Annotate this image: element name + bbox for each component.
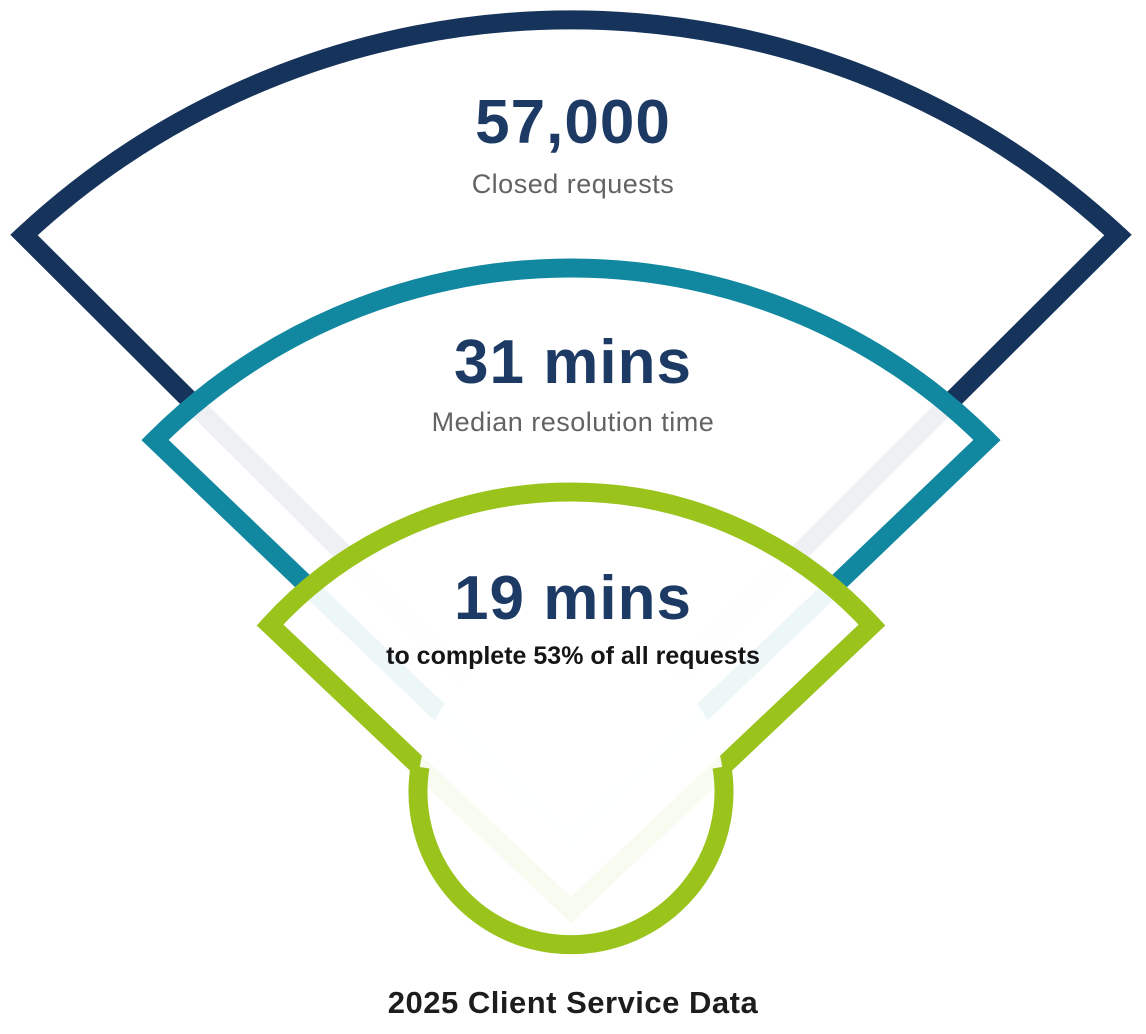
stage-2-value: 31 mins	[454, 328, 692, 397]
stage-1-label: Closed requests	[471, 169, 675, 199]
stage-3-bulb-outline	[408, 765, 734, 955]
stage-2-label: Median resolution time	[431, 407, 715, 437]
chart-caption: 2025 Client Service Data	[387, 985, 759, 1020]
stage-3-bulb-fill	[418, 637, 724, 943]
stage-1-value: 57,000	[475, 88, 671, 157]
stage-3-label: to complete 53% of all requests	[386, 642, 760, 670]
stage-3-value: 19 mins	[454, 564, 692, 633]
